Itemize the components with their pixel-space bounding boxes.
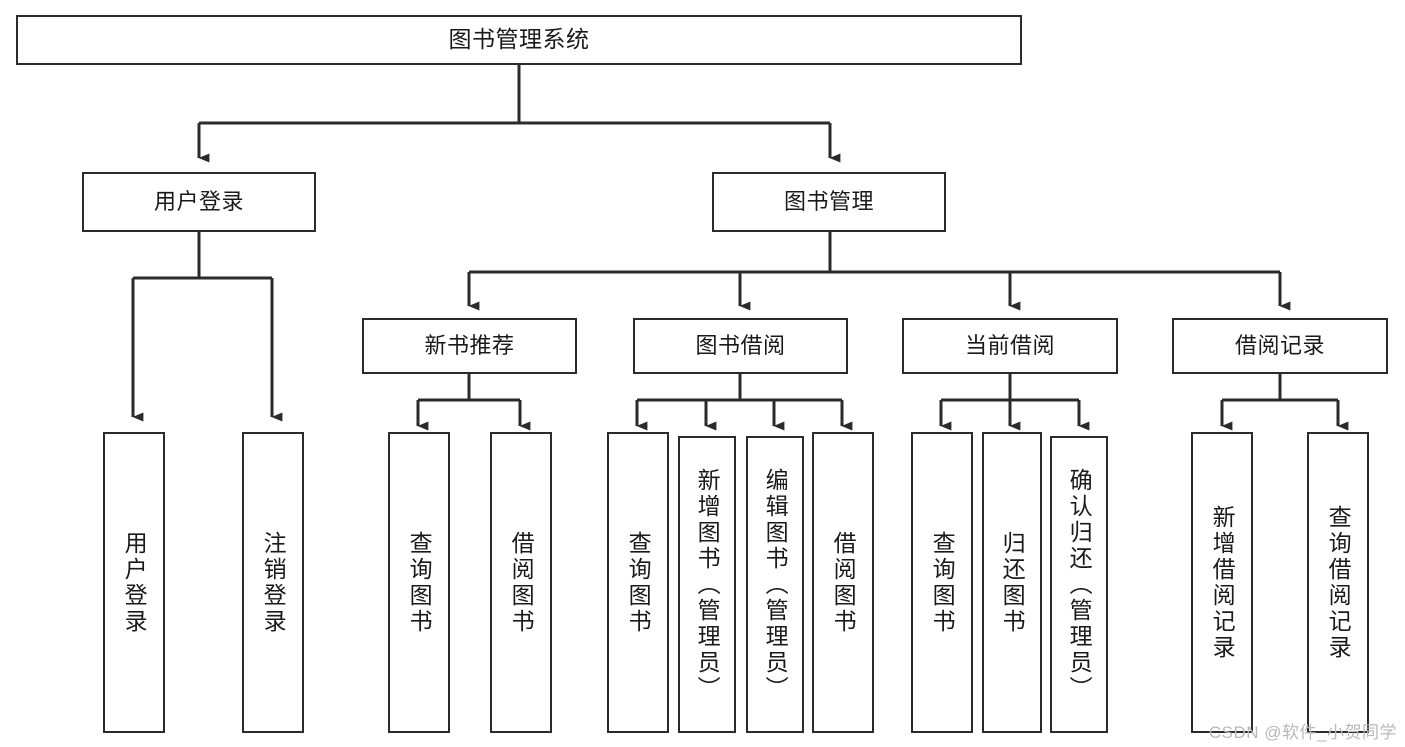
leaf-new-book-query[interactable]: 查询图书 (388, 432, 450, 733)
node-label: 新增图书（管理员） (694, 467, 721, 702)
node-book-borrow[interactable]: 图书借阅 (633, 318, 848, 374)
leaf-record-add[interactable]: 新增借阅记录 (1191, 432, 1253, 733)
node-label: 归还图书 (999, 530, 1026, 635)
leaf-current-return-book[interactable]: 归还图书 (982, 432, 1042, 733)
node-label: 借阅图书 (830, 530, 857, 635)
watermark-text: CSDN @软件_小贺同学 (1208, 723, 1397, 742)
node-label: 新增借阅记录 (1209, 504, 1236, 661)
node-label: 图书借阅 (695, 333, 786, 359)
node-current-borrow[interactable]: 当前借阅 (902, 318, 1118, 374)
leaf-logout[interactable]: 注销登录 (242, 432, 304, 733)
node-label: 查询图书 (929, 530, 956, 635)
node-label: 编辑图书（管理员） (762, 467, 789, 702)
node-book-management[interactable]: 图书管理 (712, 172, 946, 232)
node-label: 新书推荐 (424, 333, 515, 359)
node-label: 查询借阅记录 (1325, 504, 1352, 661)
leaf-user-login[interactable]: 用户登录 (103, 432, 165, 733)
node-label: 用户登录 (153, 189, 244, 215)
leaf-borrow-book[interactable]: 借阅图书 (812, 432, 874, 733)
node-label: 注销登录 (260, 530, 287, 635)
leaf-new-book-borrow[interactable]: 借阅图书 (490, 432, 552, 733)
leaf-current-query-book[interactable]: 查询图书 (911, 432, 973, 733)
node-label: 查询图书 (625, 530, 652, 635)
node-label: 确认归还（管理员） (1066, 467, 1093, 702)
node-user-login[interactable]: 用户登录 (82, 172, 316, 232)
node-label: 借阅图书 (508, 530, 535, 635)
node-label: 查询图书 (406, 530, 433, 635)
node-label: 当前借阅 (964, 333, 1055, 359)
node-label: 图书管理 (783, 189, 874, 215)
node-label: 借阅记录 (1234, 333, 1325, 359)
node-new-book-recommend[interactable]: 新书推荐 (362, 318, 577, 374)
leaf-borrow-add-book[interactable]: 新增图书（管理员） (678, 436, 736, 733)
node-root-system[interactable]: 图书管理系统 (16, 15, 1022, 65)
node-borrow-record[interactable]: 借阅记录 (1172, 318, 1388, 374)
leaf-current-confirm-return[interactable]: 确认归还（管理员） (1050, 436, 1108, 733)
leaf-record-query[interactable]: 查询借阅记录 (1307, 432, 1369, 733)
node-label: 用户登录 (121, 530, 148, 635)
leaf-borrow-query-book[interactable]: 查询图书 (607, 432, 669, 733)
leaf-borrow-edit-book[interactable]: 编辑图书（管理员） (746, 436, 804, 733)
node-label: 图书管理系统 (448, 26, 590, 53)
